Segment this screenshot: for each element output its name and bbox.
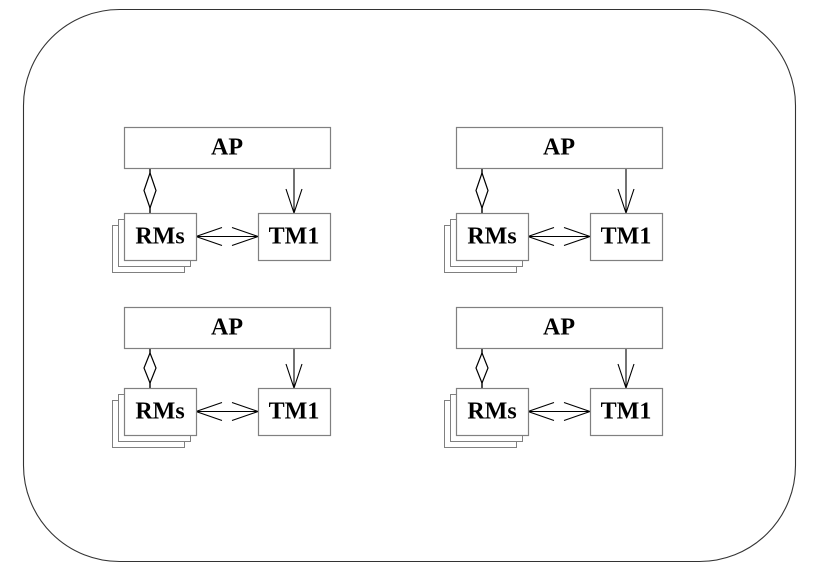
node-tm1[interactable]: TM1	[589, 212, 664, 262]
node-box-ap[interactable]	[123, 126, 332, 170]
node-ap[interactable]: AP	[123, 126, 332, 170]
edge-ap-to-rms	[143, 348, 157, 388]
aggregation-diamond-icon	[143, 171, 157, 210]
group-bottom-right: AP RMs TM1	[444, 306, 664, 448]
node-rms[interactable]: RMs	[444, 387, 530, 448]
node-box-rms[interactable]	[123, 212, 198, 262]
node-box-tm1[interactable]	[589, 387, 664, 437]
node-tm1[interactable]: TM1	[257, 212, 332, 262]
node-box-ap[interactable]	[455, 126, 664, 170]
node-label-tm1: TM1	[269, 399, 320, 425]
node-ap[interactable]: AP	[123, 306, 332, 350]
node-tm1[interactable]: TM1	[589, 387, 664, 437]
node-rms[interactable]: RMs	[112, 387, 198, 448]
aggregation-diamond-icon	[475, 171, 489, 210]
group-top-left: AP RMs TM1	[112, 126, 332, 273]
node-label-rms: RMs	[135, 399, 184, 425]
node-tm1[interactable]: TM1	[257, 387, 332, 437]
node-ap[interactable]: AP	[455, 126, 664, 170]
node-box-rms[interactable]	[455, 212, 530, 262]
edge-ap-to-rms	[143, 168, 157, 213]
edge-ap-to-rms	[475, 348, 489, 388]
aggregation-diamond-icon	[143, 351, 157, 385]
group-bottom-left: AP RMs TM1	[112, 306, 332, 448]
system-boundary	[22, 8, 797, 563]
node-label-ap: AP	[543, 135, 575, 161]
edge-ap-to-rms	[475, 168, 489, 213]
node-rms[interactable]: RMs	[444, 212, 530, 273]
node-box-rms[interactable]	[123, 387, 198, 437]
node-label-rms: RMs	[467, 399, 516, 425]
aggregation-diamond-icon	[475, 351, 489, 385]
node-label-ap: AP	[211, 135, 243, 161]
node-label-tm1: TM1	[269, 224, 320, 250]
node-rms[interactable]: RMs	[112, 212, 198, 273]
node-label-ap: AP	[543, 315, 575, 341]
node-box-tm1[interactable]	[257, 212, 332, 262]
node-label-rms: RMs	[467, 224, 516, 250]
node-label-tm1: TM1	[601, 224, 652, 250]
node-box-tm1[interactable]	[589, 212, 664, 262]
node-box-ap[interactable]	[455, 306, 664, 350]
node-ap[interactable]: AP	[455, 306, 664, 350]
group-top-right: AP RMs TM1	[444, 126, 664, 273]
node-box-rms[interactable]	[455, 387, 530, 437]
node-label-tm1: TM1	[601, 399, 652, 425]
node-label-rms: RMs	[135, 224, 184, 250]
node-box-ap[interactable]	[123, 306, 332, 350]
node-label-ap: AP	[211, 315, 243, 341]
node-box-tm1[interactable]	[257, 387, 332, 437]
